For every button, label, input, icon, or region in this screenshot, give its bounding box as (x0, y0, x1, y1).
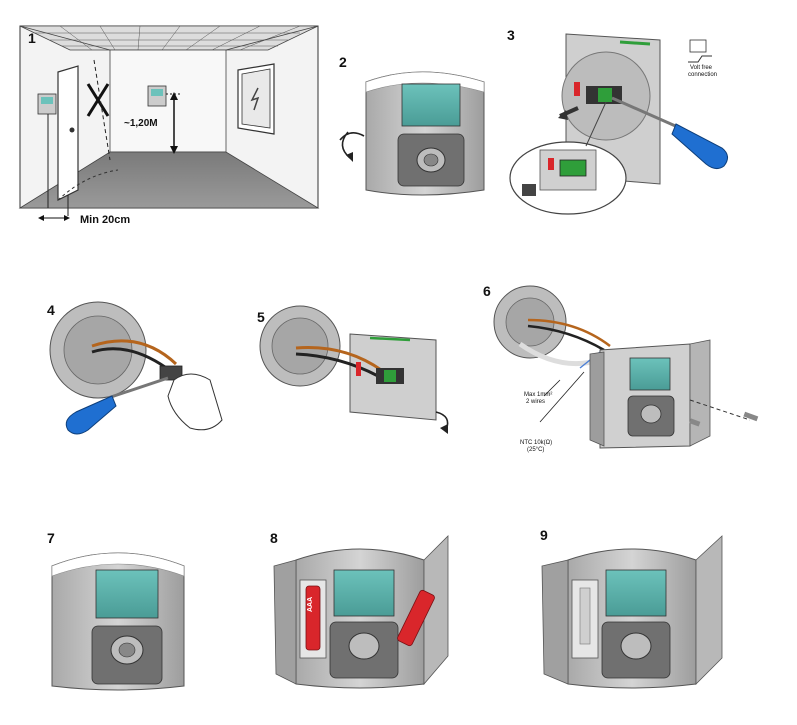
wire-spec-label-1: Max 1mm² (524, 392, 553, 398)
backplate-screwdriver-3 (509, 33, 728, 215)
step-number-8: 8 (270, 530, 278, 546)
room-illustration (18, 25, 320, 221)
step-number-7: 7 (47, 530, 55, 546)
thermostat-batteries-8 (273, 535, 449, 689)
assembly-sensor-6 (493, 285, 759, 449)
step-number-3: 3 (507, 27, 515, 43)
sensor-spec-label-1: NTC 10k(Ω) (520, 440, 553, 446)
wallbox-wiring-4 (49, 301, 223, 435)
volt-free-label-2: connection (688, 72, 718, 78)
thermostat-front-2 (339, 71, 485, 196)
thermostat-closed-9 (541, 535, 723, 689)
step-number-1: 1 (28, 30, 36, 46)
step-number-6: 6 (483, 283, 491, 299)
backplate-wiring-5 (259, 305, 449, 434)
step-number-2: 2 (339, 54, 347, 70)
step-number-4: 4 (47, 302, 55, 318)
thermostat-front-7 (51, 552, 185, 691)
distance-label: Min 20cm (80, 214, 131, 226)
step-number-5: 5 (257, 309, 265, 325)
step-number-9: 9 (540, 527, 548, 543)
volt-free-label-1: Volt free (690, 65, 713, 71)
battery-label: AAA (307, 596, 314, 612)
wire-spec-label-2: 2 wires (526, 399, 546, 405)
height-label: ~1,20M (124, 118, 158, 129)
sensor-spec-label-2: (25°C) (527, 447, 545, 453)
